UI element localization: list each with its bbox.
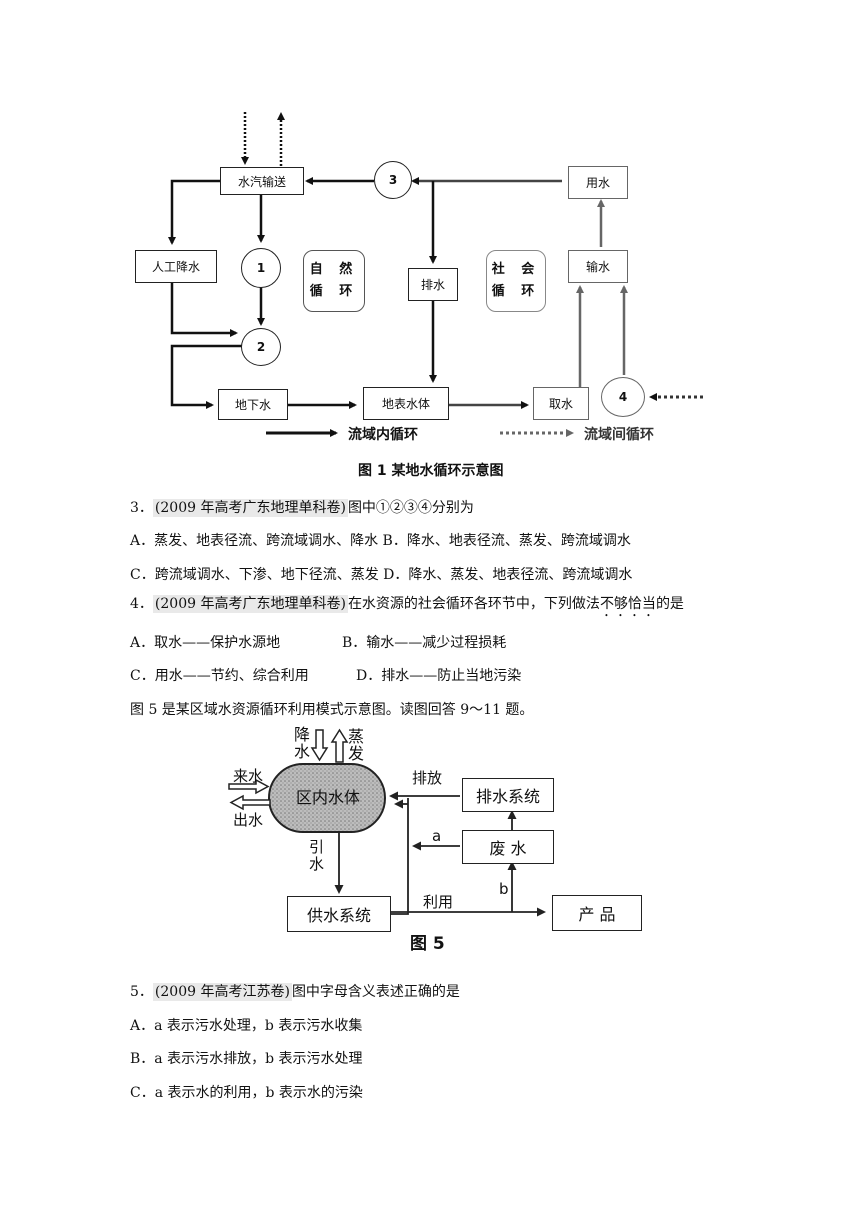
figure-1-caption: 图 1 某地水循环示意图 <box>358 463 504 479</box>
q3-number: 3． <box>130 500 153 516</box>
circle-4: 4 <box>601 377 645 417</box>
circle-2: 2 <box>241 328 281 366</box>
inflow-label: 来水 <box>233 767 264 785</box>
drainage-system-box: 排水系统 <box>462 778 554 812</box>
use-label: 利用 <box>423 893 454 911</box>
outflow-label: 出水 <box>233 811 264 829</box>
label-b: b <box>499 880 509 898</box>
q4-option-b: B．输水——减少过程损耗 <box>342 635 507 651</box>
surface-water-box: 地表水体 <box>363 387 449 420</box>
evap-char-2: 发 <box>348 744 365 763</box>
q3-stem-text: 图中①②③④分别为 <box>347 500 474 516</box>
discharge-label: 排放 <box>412 769 443 787</box>
vapor-transport-box: 水汽输送 <box>220 167 304 195</box>
waste-water-box: 废 水 <box>462 830 554 864</box>
q5-option-b: B．a 表示污水排放，b 表示污水处理 <box>130 1051 363 1067</box>
social-line-2: 循 环 <box>491 284 541 299</box>
q3-options-ab: A．蒸发、地表径流、跨流域调水、降水 B．降水、地表径流、蒸发、跨流域调水 <box>130 533 631 549</box>
q4-number: 4． <box>130 596 153 612</box>
q4-stem: 4．(2009 年高考广东地理单科卷)在水资源的社会循环各环节中，下列做法不够恰… <box>130 593 684 620</box>
figure-1-arrows <box>168 112 703 437</box>
natural-line-1: 自 然 <box>309 262 359 277</box>
q4-option-a: A．取水——保护水源地 <box>130 635 281 651</box>
q3-source: (2009 年高考广东地理单科卷) <box>152 499 348 517</box>
draw-water-label: 引 水 <box>309 839 324 873</box>
circle-1: 1 <box>241 248 281 288</box>
q4-stem-b: 的是 <box>655 596 684 612</box>
q3-options-cd: C．跨流域调水、下渗、地下径流、蒸发 D．降水、蒸发、地表径流、跨流域调水 <box>130 567 633 583</box>
water-body-label: 区内水体 <box>296 788 361 807</box>
circle-3: 3 <box>374 161 412 199</box>
rain-char-1: 降 <box>294 725 311 744</box>
social-cycle-label: 社 会 循 环 <box>486 250 546 312</box>
figure-5-arrows <box>228 728 546 917</box>
q5-stem-text: 图中字母含义表述正确的是 <box>291 984 460 1000</box>
q5-stem: 5．(2009 年高考江苏卷)图中字母含义表述正确的是 <box>130 981 460 1001</box>
rain-char-2: 水 <box>294 742 311 761</box>
artificial-rain-box: 人工降水 <box>135 250 217 283</box>
natural-cycle-label: 自 然 循 环 <box>303 250 365 312</box>
q4-stem-a: 在水资源的社会循环各环节中，下列做法 <box>347 596 600 612</box>
groundwater-box: 地下水 <box>218 389 288 420</box>
water-transport-box: 输水 <box>568 250 628 283</box>
draw-char-1: 引 <box>309 838 325 856</box>
figure-5-caption: 图 5 <box>410 934 445 954</box>
q4-source: (2009 年高考广东地理单科卷) <box>152 595 348 613</box>
drain-box: 排水 <box>408 268 458 301</box>
figure-5: 降 水 蒸 发 来水 出水 区内水体 排放 排水系统 废 水 a b 引 水 供… <box>0 720 860 960</box>
legend-inner-basin: 流域内循环 <box>348 427 418 443</box>
q4-stem-emphasis: 不够恰当 <box>599 596 656 612</box>
q4-option-c: C．用水——节约、综合利用 <box>130 668 309 684</box>
evap-char-1: 蒸 <box>348 727 365 746</box>
q5-number: 5． <box>130 984 153 1000</box>
draw-char-2: 水 <box>309 855 325 873</box>
product-box: 产 品 <box>552 895 642 931</box>
legend-inter-basin: 流域间循环 <box>584 427 654 443</box>
water-intake-box: 取水 <box>533 387 589 420</box>
q5-option-c: C．a 表示水的利用，b 表示水的污染 <box>130 1085 363 1101</box>
q5-source: (2009 年高考江苏卷) <box>152 983 292 1001</box>
figure-1: 水汽输送 人工降水 排水 用水 输水 地下水 地表水体 取水 1 2 3 4 自… <box>0 0 860 490</box>
q4-option-d: D．排水——防止当地污染 <box>356 668 522 684</box>
water-use-box: 用水 <box>568 166 628 199</box>
supply-system-box: 供水系统 <box>287 896 391 932</box>
water-body-shape <box>268 763 386 833</box>
q3-stem: 3．(2009 年高考广东地理单科卷)图中①②③④分别为 <box>130 497 474 517</box>
natural-line-2: 循 环 <box>309 284 359 299</box>
q5-option-a: A．a 表示污水处理，b 表示污水收集 <box>130 1018 363 1034</box>
label-a: a <box>432 827 442 845</box>
rain-label: 降 水 <box>294 726 310 760</box>
evaporation-label: 蒸 发 <box>348 728 364 762</box>
figure-5-intro: 图 5 是某区域水资源循环利用模式示意图。读图回答 9～11 题。 <box>130 702 534 718</box>
social-line-1: 社 会 <box>491 262 541 277</box>
